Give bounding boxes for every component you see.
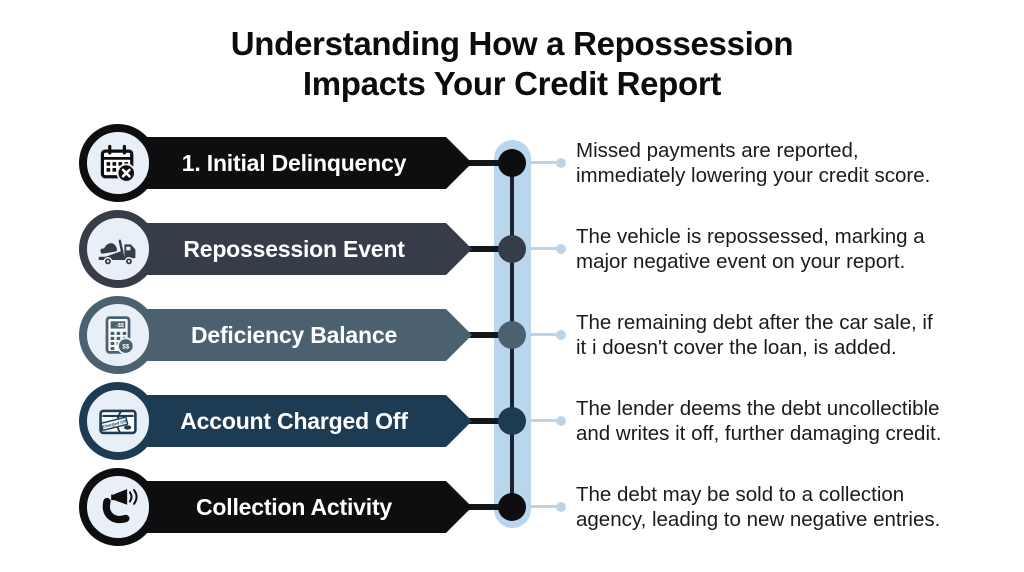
- page-title: Understanding How a Repossession Impacts…: [0, 24, 1024, 104]
- broken-credit-card-icon: Charged Off: [99, 409, 137, 435]
- step-label: Account Charged Off: [180, 407, 408, 434]
- banner-to-timeline-line: [455, 160, 515, 166]
- step-description: The remaining debt after the car sale, i…: [576, 310, 933, 360]
- timeline-to-text-line: [531, 505, 558, 508]
- step-description-line2: major negative event on your report.: [576, 250, 906, 273]
- step-description-line2: agency, leading to new negative entries.: [576, 508, 941, 531]
- step-icon-circle: -$$ $$: [79, 296, 157, 374]
- timeline-node-dot: [498, 407, 526, 435]
- coin-text: $$: [122, 343, 130, 350]
- step-description-line1: The remaining debt after the car sale, i…: [576, 311, 933, 334]
- timeline-node-dot: [498, 321, 526, 349]
- step-banner: Account Charged Off: [128, 395, 472, 447]
- step-description-line2: it i doesn't cover the loan, is added.: [576, 336, 897, 359]
- connector-end-dot: [556, 158, 566, 168]
- step-description-line2: immediately lowering your credit score.: [576, 164, 931, 187]
- step-description: The lender deems the debt uncollectible …: [576, 396, 941, 446]
- step-description-line1: The lender deems the debt uncollectible: [576, 397, 940, 420]
- step-description-line2: and writes it off, further damaging cred…: [576, 422, 942, 445]
- banner-to-timeline-line: [455, 332, 515, 338]
- step-banner: Repossession Event: [128, 223, 472, 275]
- tow-truck-icon: [98, 239, 136, 266]
- calculator-deficiency-icon: -$$ $$: [105, 316, 135, 355]
- phone-megaphone-icon: [102, 489, 138, 524]
- calculator-display-text: -$$: [116, 323, 124, 329]
- banner-to-timeline-line: [455, 246, 515, 252]
- step-icon-circle: [79, 210, 157, 288]
- step-label: Repossession Event: [183, 235, 405, 262]
- step-description: Missed payments are reported, immediatel…: [576, 138, 930, 188]
- step-description: The debt may be sold to a collection age…: [576, 482, 940, 532]
- step-label: 1. Initial Delinquency: [181, 149, 407, 176]
- timeline-to-text-line: [531, 333, 558, 336]
- connector-end-dot: [556, 502, 566, 512]
- timeline-to-text-line: [531, 419, 558, 422]
- timeline-node-dot: [498, 235, 526, 263]
- timeline-node-dot: [498, 149, 526, 177]
- timeline-to-text-line: [531, 161, 558, 164]
- timeline-to-text-line: [531, 247, 558, 250]
- step-description-line1: The vehicle is repossessed, marking a: [576, 225, 925, 248]
- step-description-line1: The debt may be sold to a collection: [576, 483, 905, 506]
- step-banner: Deficiency Balance: [128, 309, 472, 361]
- step-icon-circle: [79, 468, 157, 546]
- step-icon-circle: Charged Off: [79, 382, 157, 460]
- timeline-node-dot: [498, 493, 526, 521]
- calendar-missed-payment-icon: [100, 144, 136, 183]
- step-banner: Collection Activity: [128, 481, 472, 533]
- connector-end-dot: [556, 330, 566, 340]
- connector-end-dot: [556, 244, 566, 254]
- charged-off-stamp-text: Charged Off: [102, 418, 127, 429]
- page-title-line1: Understanding How a Repossession: [230, 25, 794, 62]
- page-title-line2: Impacts Your Credit Report: [302, 65, 722, 102]
- banner-to-timeline-line: [455, 418, 515, 424]
- connector-end-dot: [556, 416, 566, 426]
- step-icon-circle: [79, 124, 157, 202]
- step-label: Collection Activity: [196, 493, 392, 520]
- step-description-line1: Missed payments are reported,: [576, 139, 859, 162]
- step-label: Deficiency Balance: [190, 321, 398, 348]
- step-description: The vehicle is repossessed, marking a ma…: [576, 224, 925, 274]
- step-banner: 1. Initial Delinquency: [128, 137, 472, 189]
- banner-to-timeline-line: [455, 504, 515, 510]
